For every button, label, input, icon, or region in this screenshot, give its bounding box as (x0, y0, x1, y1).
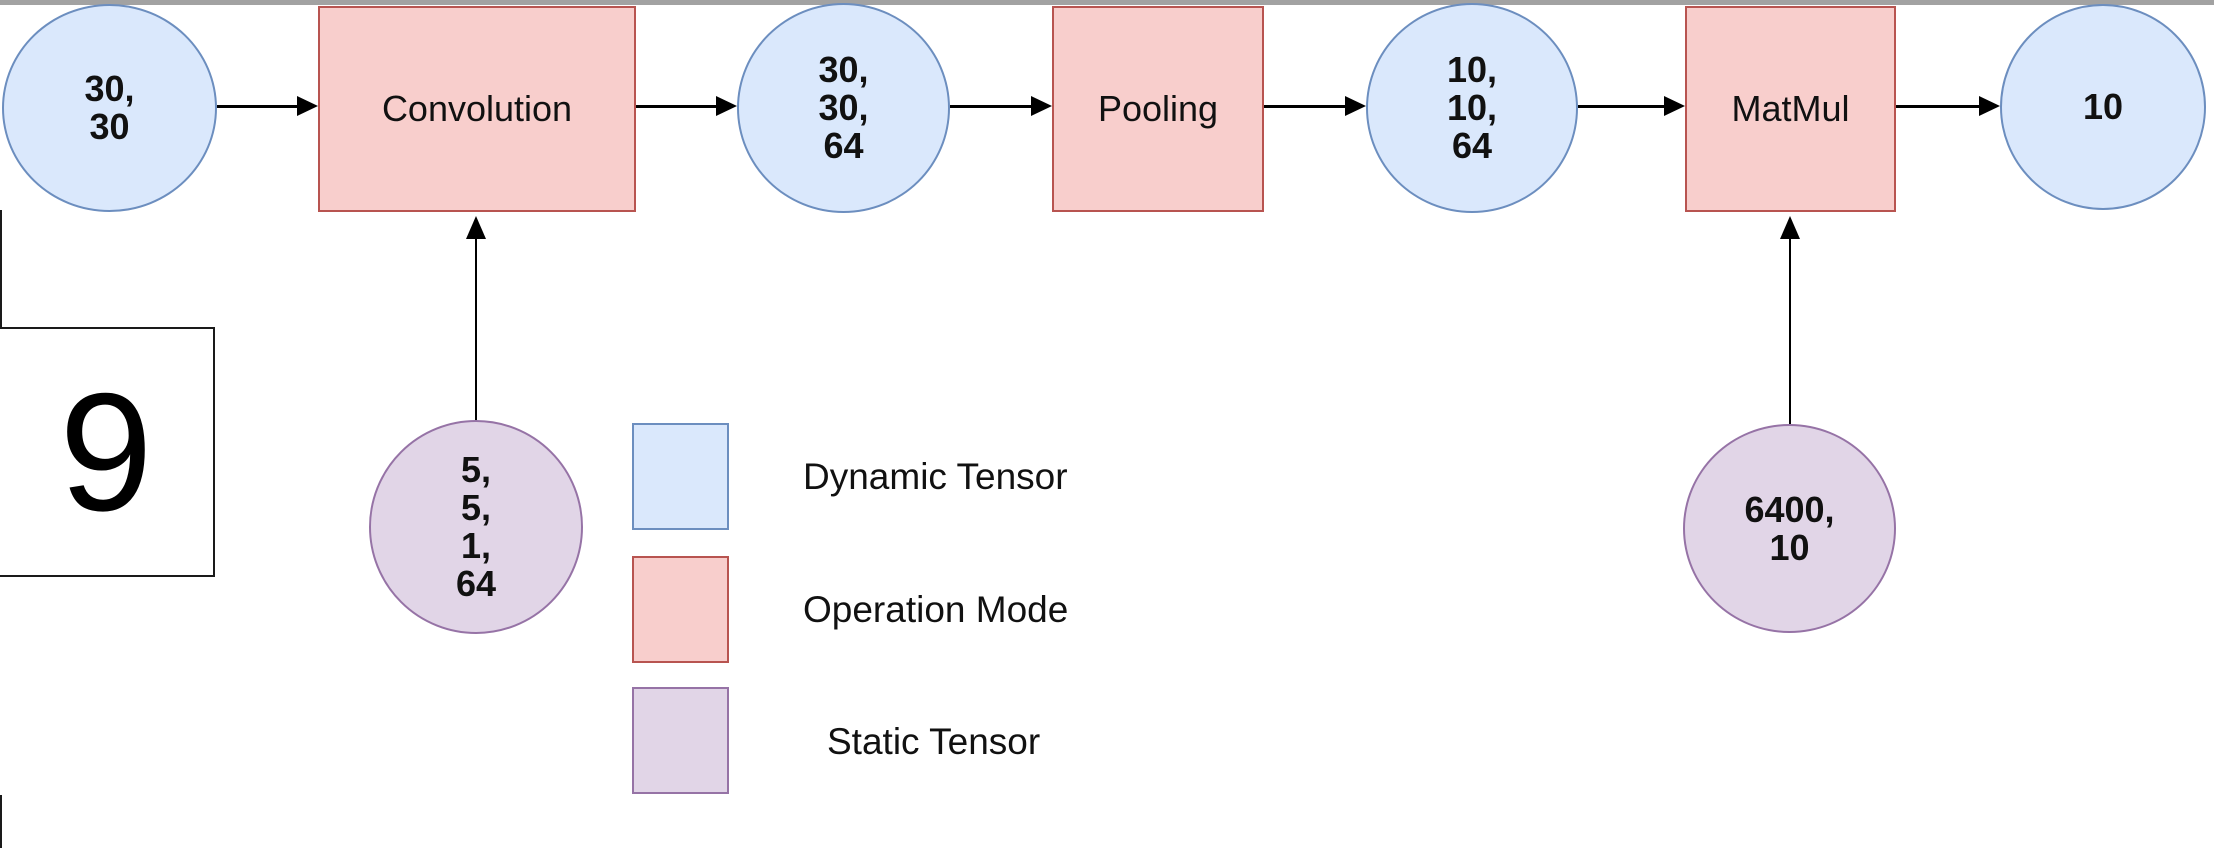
tensor-dim-line: 5, (460, 449, 492, 490)
legend-swatch-static-tensor (632, 687, 729, 794)
node-output-tensor: 10 (2000, 4, 2206, 210)
tensor-dim-line: 6400, (1744, 488, 1835, 530)
arrow-tensor-to-pooling (950, 96, 1052, 116)
tensor-dim-line: 10 (1769, 526, 1810, 568)
node-input-tensor: 30, 30 (2, 4, 217, 212)
operation-label: Convolution (381, 88, 573, 129)
tensor-dim-line: 10, (1446, 87, 1498, 128)
tensor-dim-line: 10 (2082, 86, 2124, 127)
node-pooling-op: Pooling (1052, 6, 1264, 212)
operation-label: MatMul (1731, 88, 1850, 129)
tensor-dim-line: 5, (460, 487, 492, 528)
tensor-dim-line: 1, (460, 525, 492, 566)
node-matmul-op: MatMul (1685, 6, 1896, 212)
arrow-convolution-to-tensor (636, 96, 737, 116)
arrow-input-to-convolution (217, 96, 318, 116)
tensor-dim-line: 64 (455, 563, 497, 604)
node-conv-out-tensor: 30, 30, 64 (737, 3, 950, 213)
input-digit: 9 (59, 358, 153, 546)
tensor-dim-line: 30 (89, 106, 130, 147)
tensor-dim-line: 64 (1451, 125, 1493, 166)
operation-label: Pooling (1097, 88, 1219, 129)
arrow-weights-to-convolution (466, 216, 486, 422)
arrow-matmul-to-output (1896, 96, 2000, 116)
top-gray-bar (0, 0, 2214, 5)
arrow-pooling-to-tensor (1264, 96, 1366, 116)
tensor-dim-line: 30, (818, 49, 869, 90)
input-digit-frame: 9 (0, 327, 215, 577)
tensor-dim-line: 30, (84, 68, 135, 109)
arrow-tensor-to-matmul (1578, 96, 1685, 116)
legend-label-static-tensor: Static Tensor (827, 721, 1041, 762)
arrow-weights-to-matmul (1780, 216, 1800, 424)
tensor-dim-line: 64 (823, 125, 864, 166)
tensor-dim-line: 10, (1446, 49, 1498, 90)
legend-label-operation-mode: Operation Mode (803, 589, 1069, 630)
node-conv-weights-tensor: 5, 5, 1, 64 (369, 420, 583, 634)
legend-swatch-dynamic-tensor (632, 423, 729, 530)
node-pool-out-tensor: 10, 10, 64 (1366, 3, 1578, 213)
node-matmul-weights-tensor: 6400, 10 (1683, 424, 1896, 633)
node-convolution-op: Convolution (318, 6, 636, 212)
legend-label-dynamic-tensor: Dynamic Tensor (803, 456, 1068, 497)
canvas-left-edge-line-bottom (0, 795, 2, 848)
legend-swatch-operation-mode (632, 556, 729, 663)
tensor-dim-line: 30, (818, 87, 869, 128)
